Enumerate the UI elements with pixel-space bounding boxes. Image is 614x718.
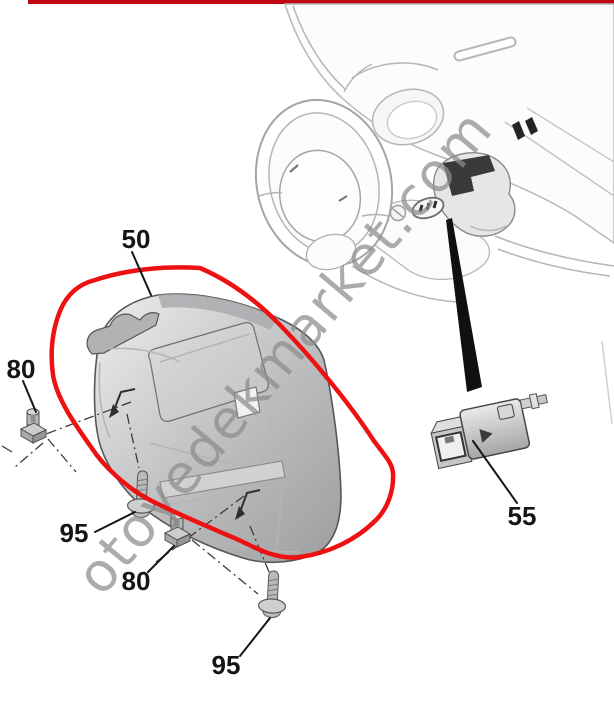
callout-leader-lines [22, 251, 518, 657]
pointer-wedge [446, 218, 482, 392]
latch-slot [233, 386, 261, 419]
stop-lamp-switch-part55 [430, 392, 548, 470]
lower-dash-panel-part50 [86, 293, 342, 564]
connector-pins-icon [411, 196, 445, 220]
screw-95-lower [257, 570, 287, 619]
callout-label-50: 50 [122, 224, 151, 254]
windshield-vent-slot [453, 36, 517, 62]
callout-label-95-left: 95 [60, 518, 89, 548]
switch-bracket [411, 152, 516, 237]
callout-label-55: 55 [508, 501, 537, 531]
highlight-ellipse [49, 265, 396, 560]
retainer-hook [86, 312, 160, 355]
fastener-clip-80-lower [163, 512, 192, 548]
fastener-clip-80-left [19, 408, 48, 444]
header-accent-bar [28, 0, 614, 4]
callout-label-80-lower: 80 [122, 566, 151, 596]
instrument-cowl [371, 88, 445, 146]
callout-label-95-lower: 95 [212, 650, 241, 680]
assembly-centerlines [1, 401, 270, 595]
mounting-arrow-marker [109, 388, 136, 418]
callout-label-80-left: 80 [7, 354, 36, 384]
mounting-arrow-marker [235, 489, 261, 520]
steering-wheel [254, 98, 394, 271]
